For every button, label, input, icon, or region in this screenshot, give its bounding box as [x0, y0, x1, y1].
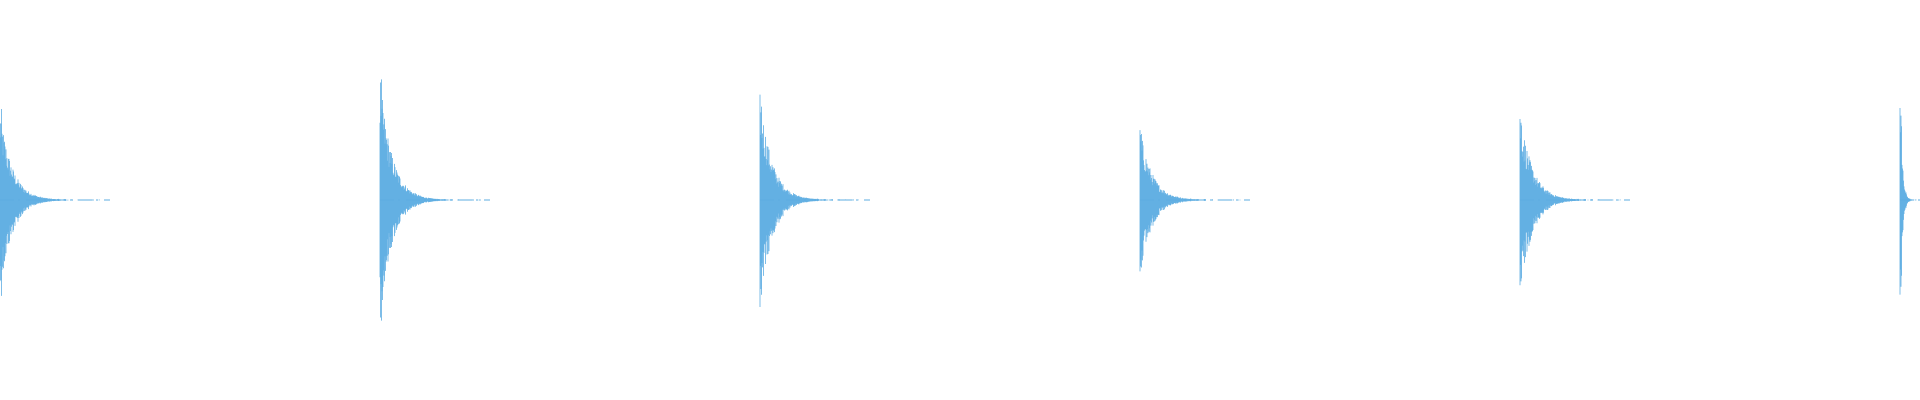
waveform-clip-5[interactable] — [1519, 119, 1630, 286]
waveform-clip-2[interactable] — [379, 79, 490, 321]
waveform-clip-3[interactable] — [759, 94, 870, 307]
waveform-clip-4[interactable] — [1139, 130, 1250, 272]
waveform-clip-1[interactable] — [0, 108, 110, 296]
waveform-clip-6[interactable] — [1899, 107, 1920, 295]
